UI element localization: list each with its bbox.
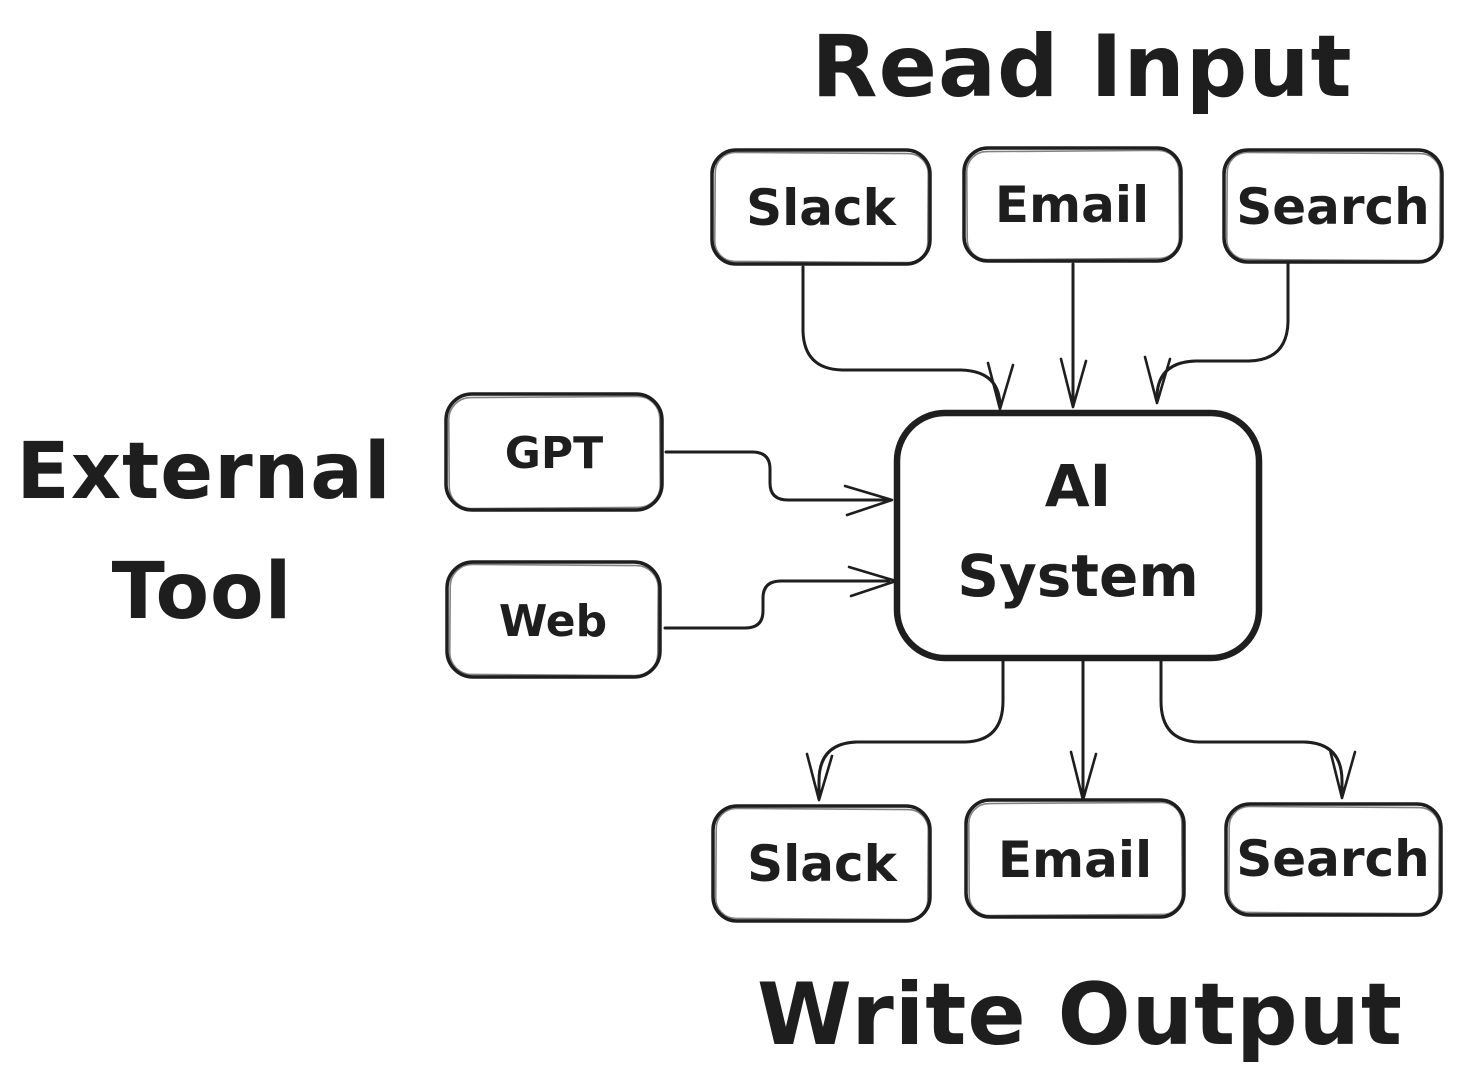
tool-node-gpt[interactable]: GPT <box>444 392 664 512</box>
external-tool-title: External Tool <box>16 427 391 637</box>
edge-ai-to-slack[interactable] <box>805 658 1005 802</box>
arrowhead-down-icon <box>1059 357 1088 409</box>
output-node-email[interactable]: Email <box>964 798 1186 919</box>
ai-system-node[interactable]: AI System <box>893 409 1263 662</box>
tool-node-web[interactable]: Web <box>445 560 662 679</box>
read-input-title: Read Input <box>811 17 1352 117</box>
input-node-email[interactable]: Email <box>962 146 1183 263</box>
arrowhead-right-icon <box>843 484 894 517</box>
arrowhead-down-icon <box>805 752 834 802</box>
input-node-slack-label: Slack <box>746 179 898 237</box>
edge-slack-to-ai[interactable] <box>801 265 1015 411</box>
arrowhead-down-icon <box>1069 750 1098 802</box>
ai-system-label-line2: System <box>957 542 1199 610</box>
write-output-title: Write Output <box>757 965 1403 1065</box>
edge-ai-to-search[interactable] <box>1159 658 1357 800</box>
input-node-search-label: Search <box>1236 178 1430 236</box>
output-node-search-label: Search <box>1236 830 1430 888</box>
input-node-email-label: Email <box>995 176 1149 234</box>
output-node-slack-label: Slack <box>747 835 899 893</box>
arrowhead-down-icon <box>986 361 1015 411</box>
ai-system-label-line1: AI <box>1045 452 1111 520</box>
arrowhead-right-icon <box>847 565 898 598</box>
input-node-search[interactable]: Search <box>1222 148 1444 264</box>
input-node-slack[interactable]: Slack <box>710 148 932 266</box>
output-node-search[interactable]: Search <box>1224 802 1443 917</box>
edge-search-to-ai[interactable] <box>1143 262 1290 405</box>
external-tool-title-line1: External <box>16 427 391 517</box>
edge-email-to-ai[interactable] <box>1059 262 1088 409</box>
edge-web-to-ai[interactable] <box>663 565 898 630</box>
arrowhead-down-icon <box>1143 355 1172 405</box>
external-tool-title-line2: Tool <box>112 547 293 637</box>
tool-node-gpt-label: GPT <box>505 428 603 479</box>
edge-gpt-to-ai[interactable] <box>664 450 894 517</box>
edge-ai-to-email[interactable] <box>1069 658 1098 802</box>
output-node-slack[interactable]: Slack <box>711 804 932 923</box>
arrowhead-down-icon <box>1328 748 1357 800</box>
tool-node-web-label: Web <box>499 596 607 647</box>
output-node-email-label: Email <box>998 831 1152 889</box>
